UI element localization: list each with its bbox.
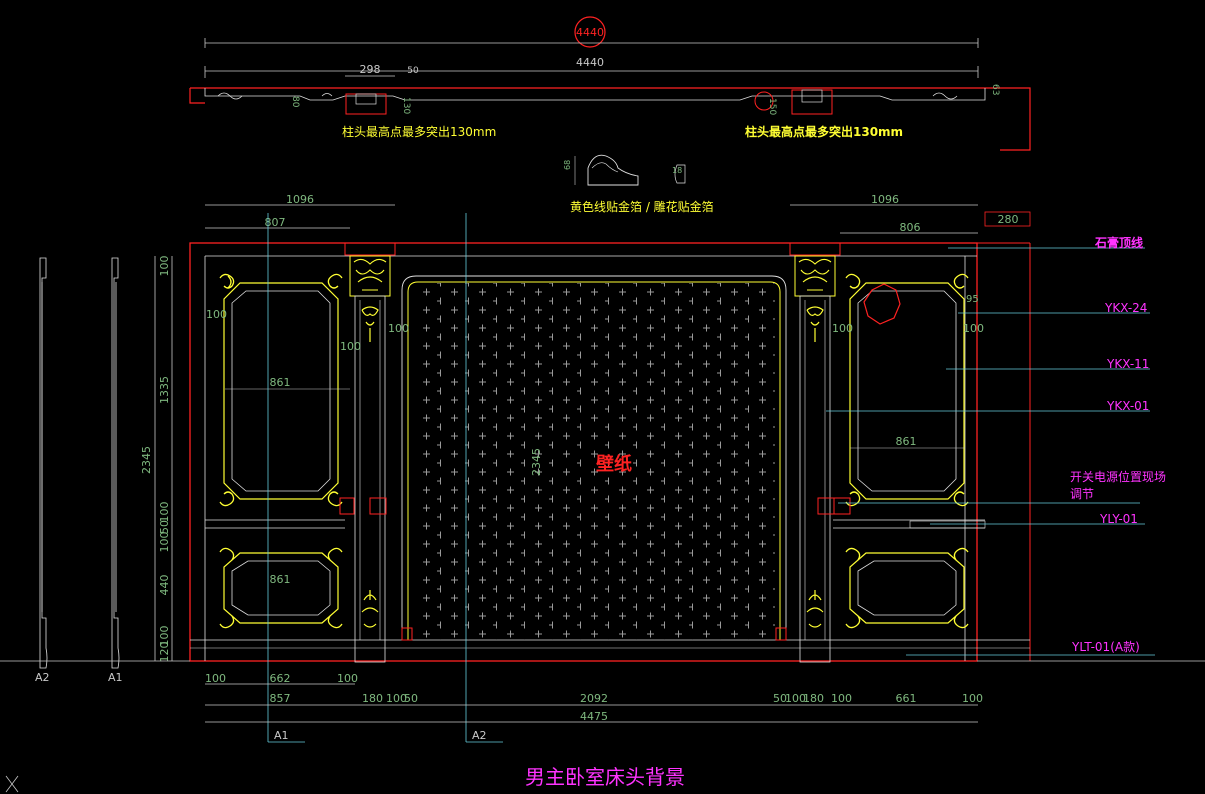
- gold-ornaments: [219, 273, 969, 629]
- dim-l100a: 100: [206, 308, 227, 321]
- panel-left-lower: [223, 552, 339, 624]
- moulding-profile-detail: 68 18 黄色线贴金箔 / 雕花贴金箔: [563, 154, 714, 214]
- dim-150: 150: [767, 98, 777, 115]
- ucs-icon: [5, 775, 19, 793]
- dim-right-95: 95: [966, 294, 979, 305]
- section-mark-a2-bottom: A2: [472, 729, 487, 742]
- label-crown-moulding: 石膏顶线: [1094, 235, 1143, 250]
- dim-b-100c: 100: [831, 692, 852, 705]
- dim-l100b: 100: [340, 340, 361, 353]
- dim-v1335: 1335: [158, 376, 171, 404]
- pillar-note-left: 柱头最高点最多突出130mm: [342, 124, 496, 139]
- dim-4440-circled: 4440: [576, 26, 604, 39]
- panel-right-lower: [849, 552, 965, 624]
- dim-left-1096: 1096: [286, 193, 314, 206]
- dim-l861a: 861: [270, 376, 291, 389]
- center-label-wallpaper: 壁纸: [596, 453, 632, 475]
- dim-v120: 120: [158, 642, 171, 663]
- label-ykx-24: YKX-24: [1104, 301, 1147, 315]
- dim-b-100b2: 100: [785, 692, 806, 705]
- dim-l100c: 100: [388, 322, 409, 335]
- dim-b-100a2: 100: [386, 692, 407, 705]
- dim-b-661: 661: [896, 692, 917, 705]
- molding-note: 黄色线贴金箔 / 雕花贴金箔: [570, 199, 714, 214]
- dim-50: 50: [407, 66, 419, 76]
- section-mark-a2-left: A2: [35, 671, 50, 684]
- label-switch-line1: 开关电源位置现场: [1070, 469, 1166, 484]
- circled-dimension-marker: [574, 16, 606, 48]
- dim-298: 298: [360, 63, 381, 76]
- dim-center-2345: 2345: [530, 448, 543, 476]
- dim-b-50b: 50: [773, 692, 787, 705]
- dim-v100a: 100: [158, 502, 171, 523]
- pillar-note-right: 柱头最高点最多突出130mm: [745, 124, 903, 139]
- dim-80: 80: [290, 96, 300, 108]
- dim-b-100d: 100: [962, 692, 983, 705]
- dim-b-100b: 100: [337, 672, 358, 685]
- dim-b-2092: 2092: [580, 692, 608, 705]
- label-ykx-01: YKX-01: [1106, 399, 1149, 413]
- dim-63: 63: [990, 84, 1000, 95]
- pillar-left: [339, 242, 396, 663]
- panel-right-upper: [849, 282, 965, 500]
- dim-v50: 50: [158, 520, 171, 534]
- dim-4440: 4440: [576, 56, 604, 69]
- dim-r100a: 100: [832, 322, 853, 335]
- dim-b-662: 662: [270, 672, 291, 685]
- dim-b-857: 857: [270, 692, 291, 705]
- section-mark-a1-bottom: A1: [274, 729, 289, 742]
- pillar-right: [789, 242, 851, 663]
- dim-r100b: 100: [963, 322, 984, 335]
- dim-v100b: 100: [158, 532, 171, 553]
- dim-b-100a: 100: [205, 672, 226, 685]
- plan-view: 4440 4440 298 50 130 80 150 63 柱头最高点最多突出…: [189, 16, 1031, 151]
- label-ylt-01: YLT-01(A款): [1071, 640, 1140, 654]
- dim-b-4475: 4475: [580, 710, 608, 723]
- svg-text:68: 68: [563, 160, 572, 170]
- label-ykx-11: YKX-11: [1106, 357, 1149, 371]
- section-mark-a1-left: A1: [108, 671, 123, 684]
- dim-right-1096: 1096: [871, 193, 899, 206]
- circled-marker-right: [754, 91, 774, 111]
- circled-marker-panel: [863, 283, 901, 325]
- dim-v440: 440: [158, 575, 171, 596]
- dim-l861b: 861: [270, 573, 291, 586]
- dim-v2345: 2345: [140, 446, 153, 474]
- side-sections: [39, 257, 120, 669]
- dim-right-280: 280: [998, 213, 1019, 226]
- dim-r861: 861: [896, 435, 917, 448]
- elevation-frame: [189, 242, 978, 662]
- dim-v100-top: 100: [158, 256, 171, 277]
- dim-left-807: 807: [265, 216, 286, 229]
- label-yly-01: YLY-01: [1099, 512, 1138, 526]
- plan-wall-outline: [190, 87, 1031, 151]
- dim-130: 130: [401, 97, 411, 114]
- label-switch-line2: 调节: [1070, 487, 1094, 501]
- dim-b-180a: 180: [362, 692, 383, 705]
- drawing-title: 男主卧室床头背景: [525, 765, 685, 789]
- elevation-view: 壁纸 2345 100 100 100 861 861 100 100 861 …: [0, 193, 1205, 743]
- panel-left-upper: [223, 282, 339, 500]
- dim-b-50a: 50: [404, 692, 418, 705]
- dim-right-806: 806: [900, 221, 921, 234]
- dim-b-180b: 180: [803, 692, 824, 705]
- dim-v100c: 100: [158, 626, 171, 647]
- wallpaper-panel: [401, 275, 787, 641]
- svg-text:18: 18: [672, 166, 682, 175]
